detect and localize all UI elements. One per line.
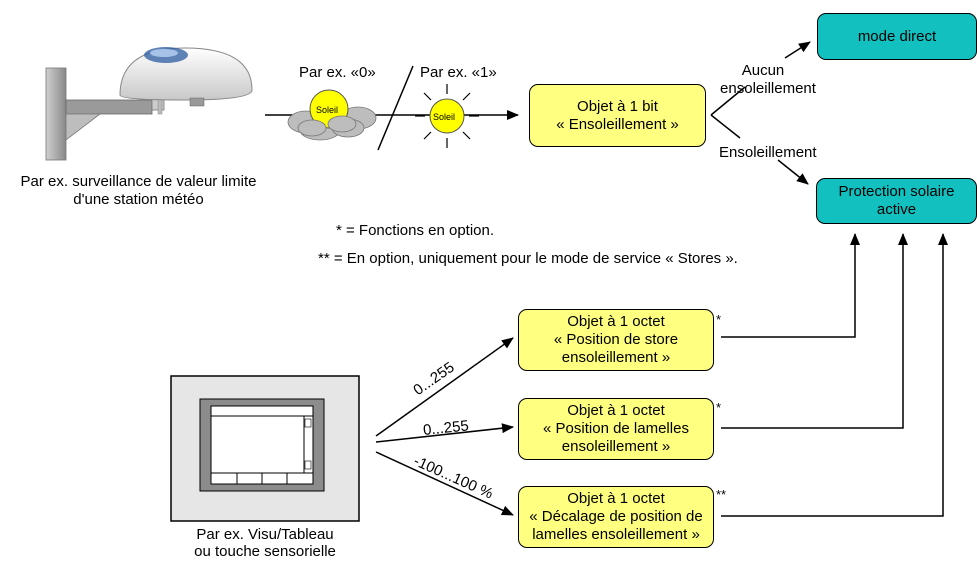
branch-sun-arrow [777,159,809,185]
touch-panel-icon [170,375,360,522]
octet-object-3-line1: Objet à 1 octet [567,490,665,507]
mode-direct-box: mode direct [817,13,977,60]
sun-label-zero: Soleil [316,105,339,115]
sun-protection-line1: Protection solaire [838,183,955,200]
bit-object-line1: Objet à 1 bit [577,97,658,115]
bit-object-box: Objet à 1 bit « Ensoleillement » [529,84,706,147]
note-blind-mode: ** = En option, uniquement pour le mode … [318,250,738,267]
octet-object-1-box: Objet à 1 octet « Position de store enso… [518,309,714,371]
octet-object-1-marker: * [716,312,722,327]
panel-caption-line1: Par ex. Visu/Tableau [196,526,334,543]
branch-none-arrow [784,41,811,59]
cloudy-sun-icon [287,89,377,141]
example-divider [377,65,414,151]
weather-station-icon [45,47,253,161]
octet-object-3-line3: lamelles ensoleillement » [532,526,700,543]
octet-object-3-line2: « Décalage de position de [529,508,703,525]
panel-caption-line2: ou touche sensorielle [194,543,336,560]
octet2-to-protection [721,233,908,429]
example-zero-label: Par ex. «0» [299,64,376,81]
octet-object-3-marker: ** [716,487,727,502]
octet-object-2-marker: * [716,400,722,415]
octet1-to-protection [721,233,860,338]
octet-object-3-box: Objet à 1 octet « Décalage de position d… [518,486,714,548]
branch-sun-line [710,114,741,139]
octet-object-1-line2: « Position de store [553,331,679,348]
sun-protection-box: Protection solaire active [816,178,977,224]
octet-object-2-line1: Objet à 1 octet [567,402,665,419]
branch-none-label-line2: ensoleillement [720,80,816,97]
octet3-to-protection [721,233,948,517]
note-optional: * = Fonctions en option. [336,222,495,239]
sensor-caption-line1: Par ex. surveillance de valeur limite [20,173,257,190]
branch-none-label-line1: Aucun [741,62,785,79]
sun-icon [415,84,479,148]
sun-label-one: Soleil [433,112,456,122]
octet-object-2-box: Objet à 1 octet « Position de lamelles e… [518,398,714,460]
example-one-label: Par ex. «1» [420,64,497,81]
bit-object-line2: « Ensoleillement » [556,115,679,133]
branch-none-line [710,86,746,116]
branch-sun-label: Ensoleillement [719,144,817,161]
mode-direct-label: mode direct [857,27,937,45]
octet-object-2-line2: « Position de lamelles [543,420,689,437]
panel-to-octet1 [375,337,514,437]
octet-object-1-line3: ensoleillement » [561,349,671,366]
sun-protection-line2: active [876,201,917,218]
octet-object-1-line1: Objet à 1 octet [567,313,665,330]
panel-to-octet2 [375,423,514,443]
panel-to-octet3 [375,451,514,516]
sensor-caption-line2: d'une station météo [73,191,204,208]
octet-object-2-line3: ensoleillement » [561,438,671,455]
